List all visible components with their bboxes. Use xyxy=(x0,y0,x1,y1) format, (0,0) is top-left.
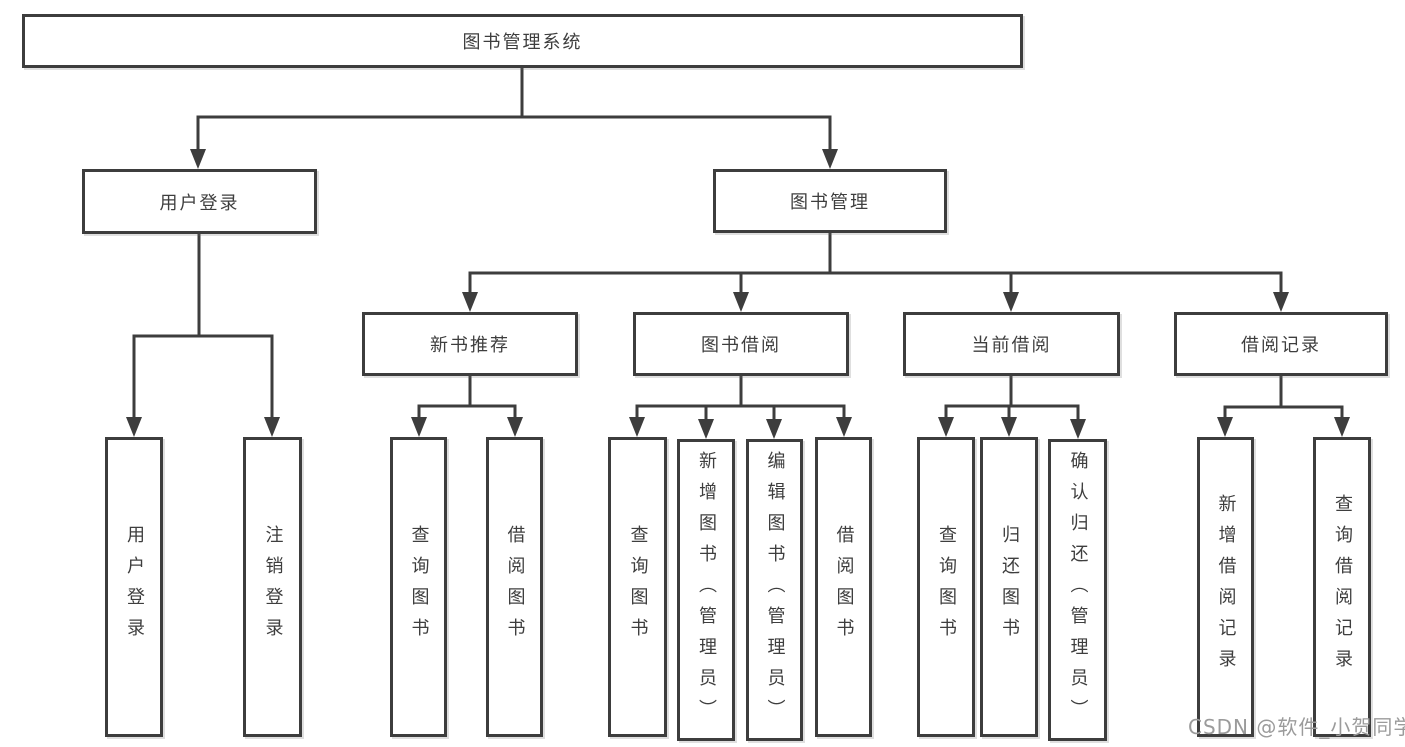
leaf-current-confirm-return-admin: 确认归还（管理员） xyxy=(1048,439,1107,741)
node-root: 图书管理系统 xyxy=(22,14,1023,68)
node-current-borrowing: 当前借阅 xyxy=(903,312,1120,376)
leaf-records-query-record: 查询借阅记录 xyxy=(1313,437,1371,737)
leaf-current-return-books: 归还图书 xyxy=(980,437,1038,737)
watermark: CSDN @软件_小贺同学 xyxy=(1188,715,1405,739)
leaf-borrowing-edit-books-admin: 编辑图书（管理员） xyxy=(746,439,803,741)
leaf-newrec-borrow-books: 借阅图书 xyxy=(486,437,543,737)
node-book-management: 图书管理 xyxy=(713,169,947,233)
leaf-logout: 注销登录 xyxy=(243,437,302,737)
leaf-borrowing-query-books: 查询图书 xyxy=(608,437,667,737)
leaf-current-query-books: 查询图书 xyxy=(917,437,975,737)
leaf-newrec-query-books: 查询图书 xyxy=(390,437,447,737)
leaf-borrowing-borrow-books: 借阅图书 xyxy=(815,437,872,737)
leaf-user-login: 用户登录 xyxy=(105,437,163,737)
node-user-login: 用户登录 xyxy=(82,169,317,234)
node-new-book-recommend: 新书推荐 xyxy=(362,312,578,376)
node-borrowing-records: 借阅记录 xyxy=(1174,312,1388,376)
node-book-borrowing: 图书借阅 xyxy=(633,312,849,376)
leaf-records-add-record: 新增借阅记录 xyxy=(1197,437,1254,737)
leaf-borrowing-add-books-admin: 新增图书（管理员） xyxy=(677,439,735,741)
